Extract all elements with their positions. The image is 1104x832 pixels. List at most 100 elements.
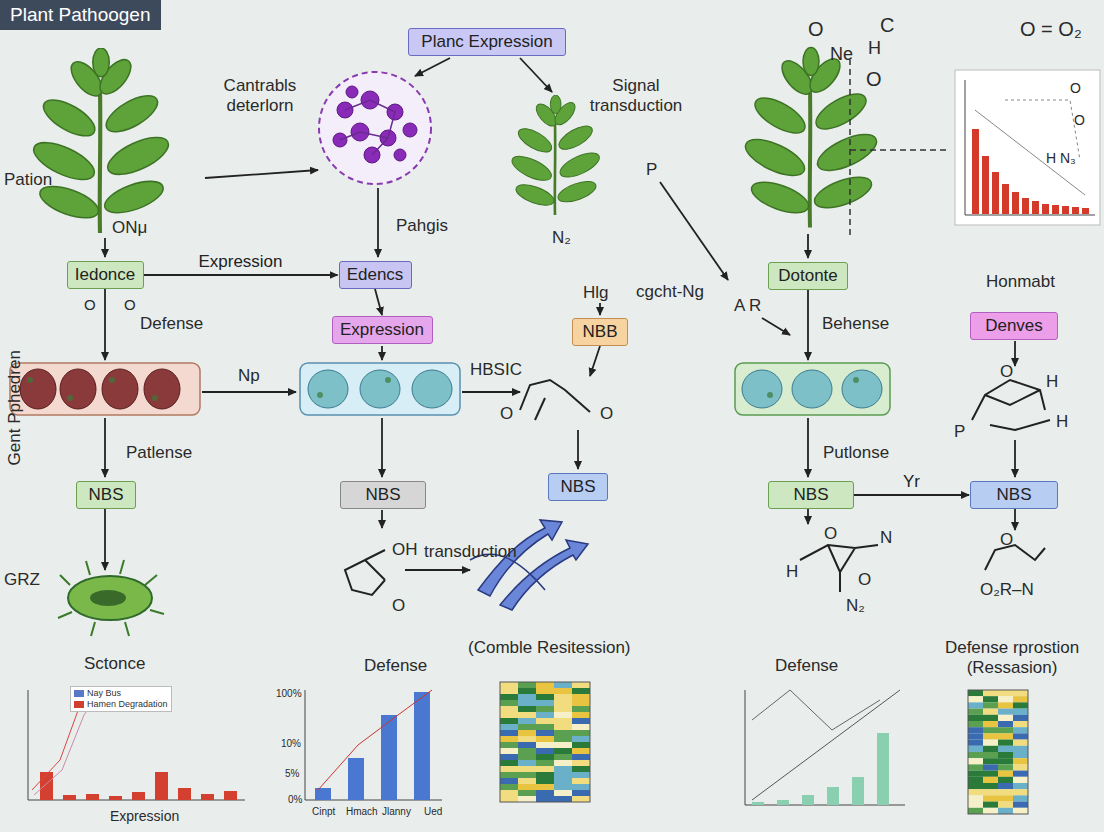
heat-cell xyxy=(554,742,572,748)
heat-cell xyxy=(572,718,590,724)
heat-cell xyxy=(998,752,1013,758)
annotation: H xyxy=(1056,412,1068,432)
heat-cell xyxy=(1013,802,1028,808)
heat-cell xyxy=(983,746,998,752)
bar xyxy=(827,787,839,805)
annotation: Signal transduction xyxy=(580,76,692,115)
heat-cell xyxy=(968,696,983,702)
heat-cell xyxy=(572,724,590,730)
heat-cell xyxy=(983,752,998,758)
heat-cell xyxy=(500,688,518,694)
annotation: Gent Pphedren xyxy=(5,343,25,473)
annotation: P xyxy=(646,160,657,180)
heat-cell xyxy=(1013,758,1028,764)
annotation: Pahgis xyxy=(396,216,448,236)
annotation: Behense xyxy=(822,314,889,334)
heat-cell xyxy=(536,730,554,736)
heat-cell xyxy=(518,778,536,784)
heat-cell xyxy=(554,700,572,706)
annotation: (Comble Resitession) xyxy=(468,638,631,658)
heat-cell xyxy=(998,709,1013,715)
heat-cell xyxy=(998,783,1013,789)
process-box: NBB xyxy=(572,318,628,346)
heat-cell xyxy=(536,736,554,742)
box-label: NBS xyxy=(561,477,596,497)
heat-cell xyxy=(554,730,572,736)
heat-cell xyxy=(518,718,536,724)
annotation: ONμ xyxy=(112,218,147,238)
heat-cell xyxy=(1013,777,1028,783)
heat-cell xyxy=(536,712,554,718)
heat-cell xyxy=(1013,764,1028,770)
annotation: 0% xyxy=(288,794,302,806)
annotation: H xyxy=(1046,372,1058,392)
bar xyxy=(852,777,864,805)
heat-cell xyxy=(536,796,554,802)
heat-cell xyxy=(998,795,1013,801)
box-label: Iedonce xyxy=(75,265,136,285)
heat-cell xyxy=(983,771,998,777)
heat-cell xyxy=(554,706,572,712)
bar xyxy=(40,772,53,800)
heat-cell xyxy=(554,718,572,724)
heat-cell xyxy=(500,682,518,688)
heat-cell xyxy=(572,796,590,802)
annotation: P xyxy=(954,422,965,442)
heat-cell xyxy=(518,790,536,796)
bar xyxy=(1042,204,1049,214)
heat-frame xyxy=(500,682,590,802)
annotation: Np xyxy=(238,366,260,386)
heat-cell xyxy=(500,748,518,754)
bar xyxy=(414,692,430,800)
heat-cell xyxy=(983,740,998,746)
heat-cell xyxy=(968,721,983,727)
heat-cell xyxy=(572,760,590,766)
heat-cell xyxy=(572,766,590,772)
heat-cell xyxy=(518,706,536,712)
bar xyxy=(1072,207,1079,214)
heat-frame xyxy=(968,690,1028,814)
heat-cell xyxy=(1013,795,1028,801)
heat-cell xyxy=(968,783,983,789)
bar xyxy=(777,800,789,805)
heat-cell xyxy=(572,694,590,700)
box-label: Planc Expression xyxy=(421,32,552,52)
bar xyxy=(752,802,764,805)
heat-cell xyxy=(554,778,572,784)
heat-cell xyxy=(518,772,536,778)
heat-cell xyxy=(968,771,983,777)
annotation: Putlonse xyxy=(823,443,889,463)
heat-cell xyxy=(518,694,536,700)
heat-cell xyxy=(1013,690,1028,696)
annotation: O xyxy=(600,404,613,424)
connector-arrow xyxy=(375,289,382,315)
heat-cell xyxy=(968,802,983,808)
annotation: O₂R–N xyxy=(980,580,1034,600)
annotation: 10% xyxy=(281,738,301,750)
heat-cell xyxy=(554,760,572,766)
annotation: N xyxy=(880,528,892,548)
annotation: Defense rprostion (Ressasion) xyxy=(924,638,1100,677)
bar xyxy=(109,796,122,800)
heat-cell xyxy=(572,712,590,718)
process-box: NBS xyxy=(768,481,854,509)
box-label: Dotonte xyxy=(778,266,838,286)
annotation: O xyxy=(1000,530,1013,550)
heat-cell xyxy=(500,778,518,784)
annotation: O xyxy=(858,570,871,590)
annotation: O xyxy=(824,524,837,544)
annotation: O xyxy=(808,18,824,41)
bar xyxy=(802,795,814,805)
heat-cell xyxy=(968,808,983,814)
heat-cell xyxy=(572,790,590,796)
process-box: NBS xyxy=(340,481,426,509)
annotation: HBSIC xyxy=(470,360,522,380)
heat-cell xyxy=(572,700,590,706)
annotation: O xyxy=(392,596,405,616)
heat-cell xyxy=(536,754,554,760)
annotation: H N₃ xyxy=(1046,150,1076,166)
bar xyxy=(1052,205,1059,214)
edge-label: Expression xyxy=(196,252,284,272)
annotation: Hmach xyxy=(346,806,378,818)
process-box: NBS xyxy=(970,481,1058,509)
